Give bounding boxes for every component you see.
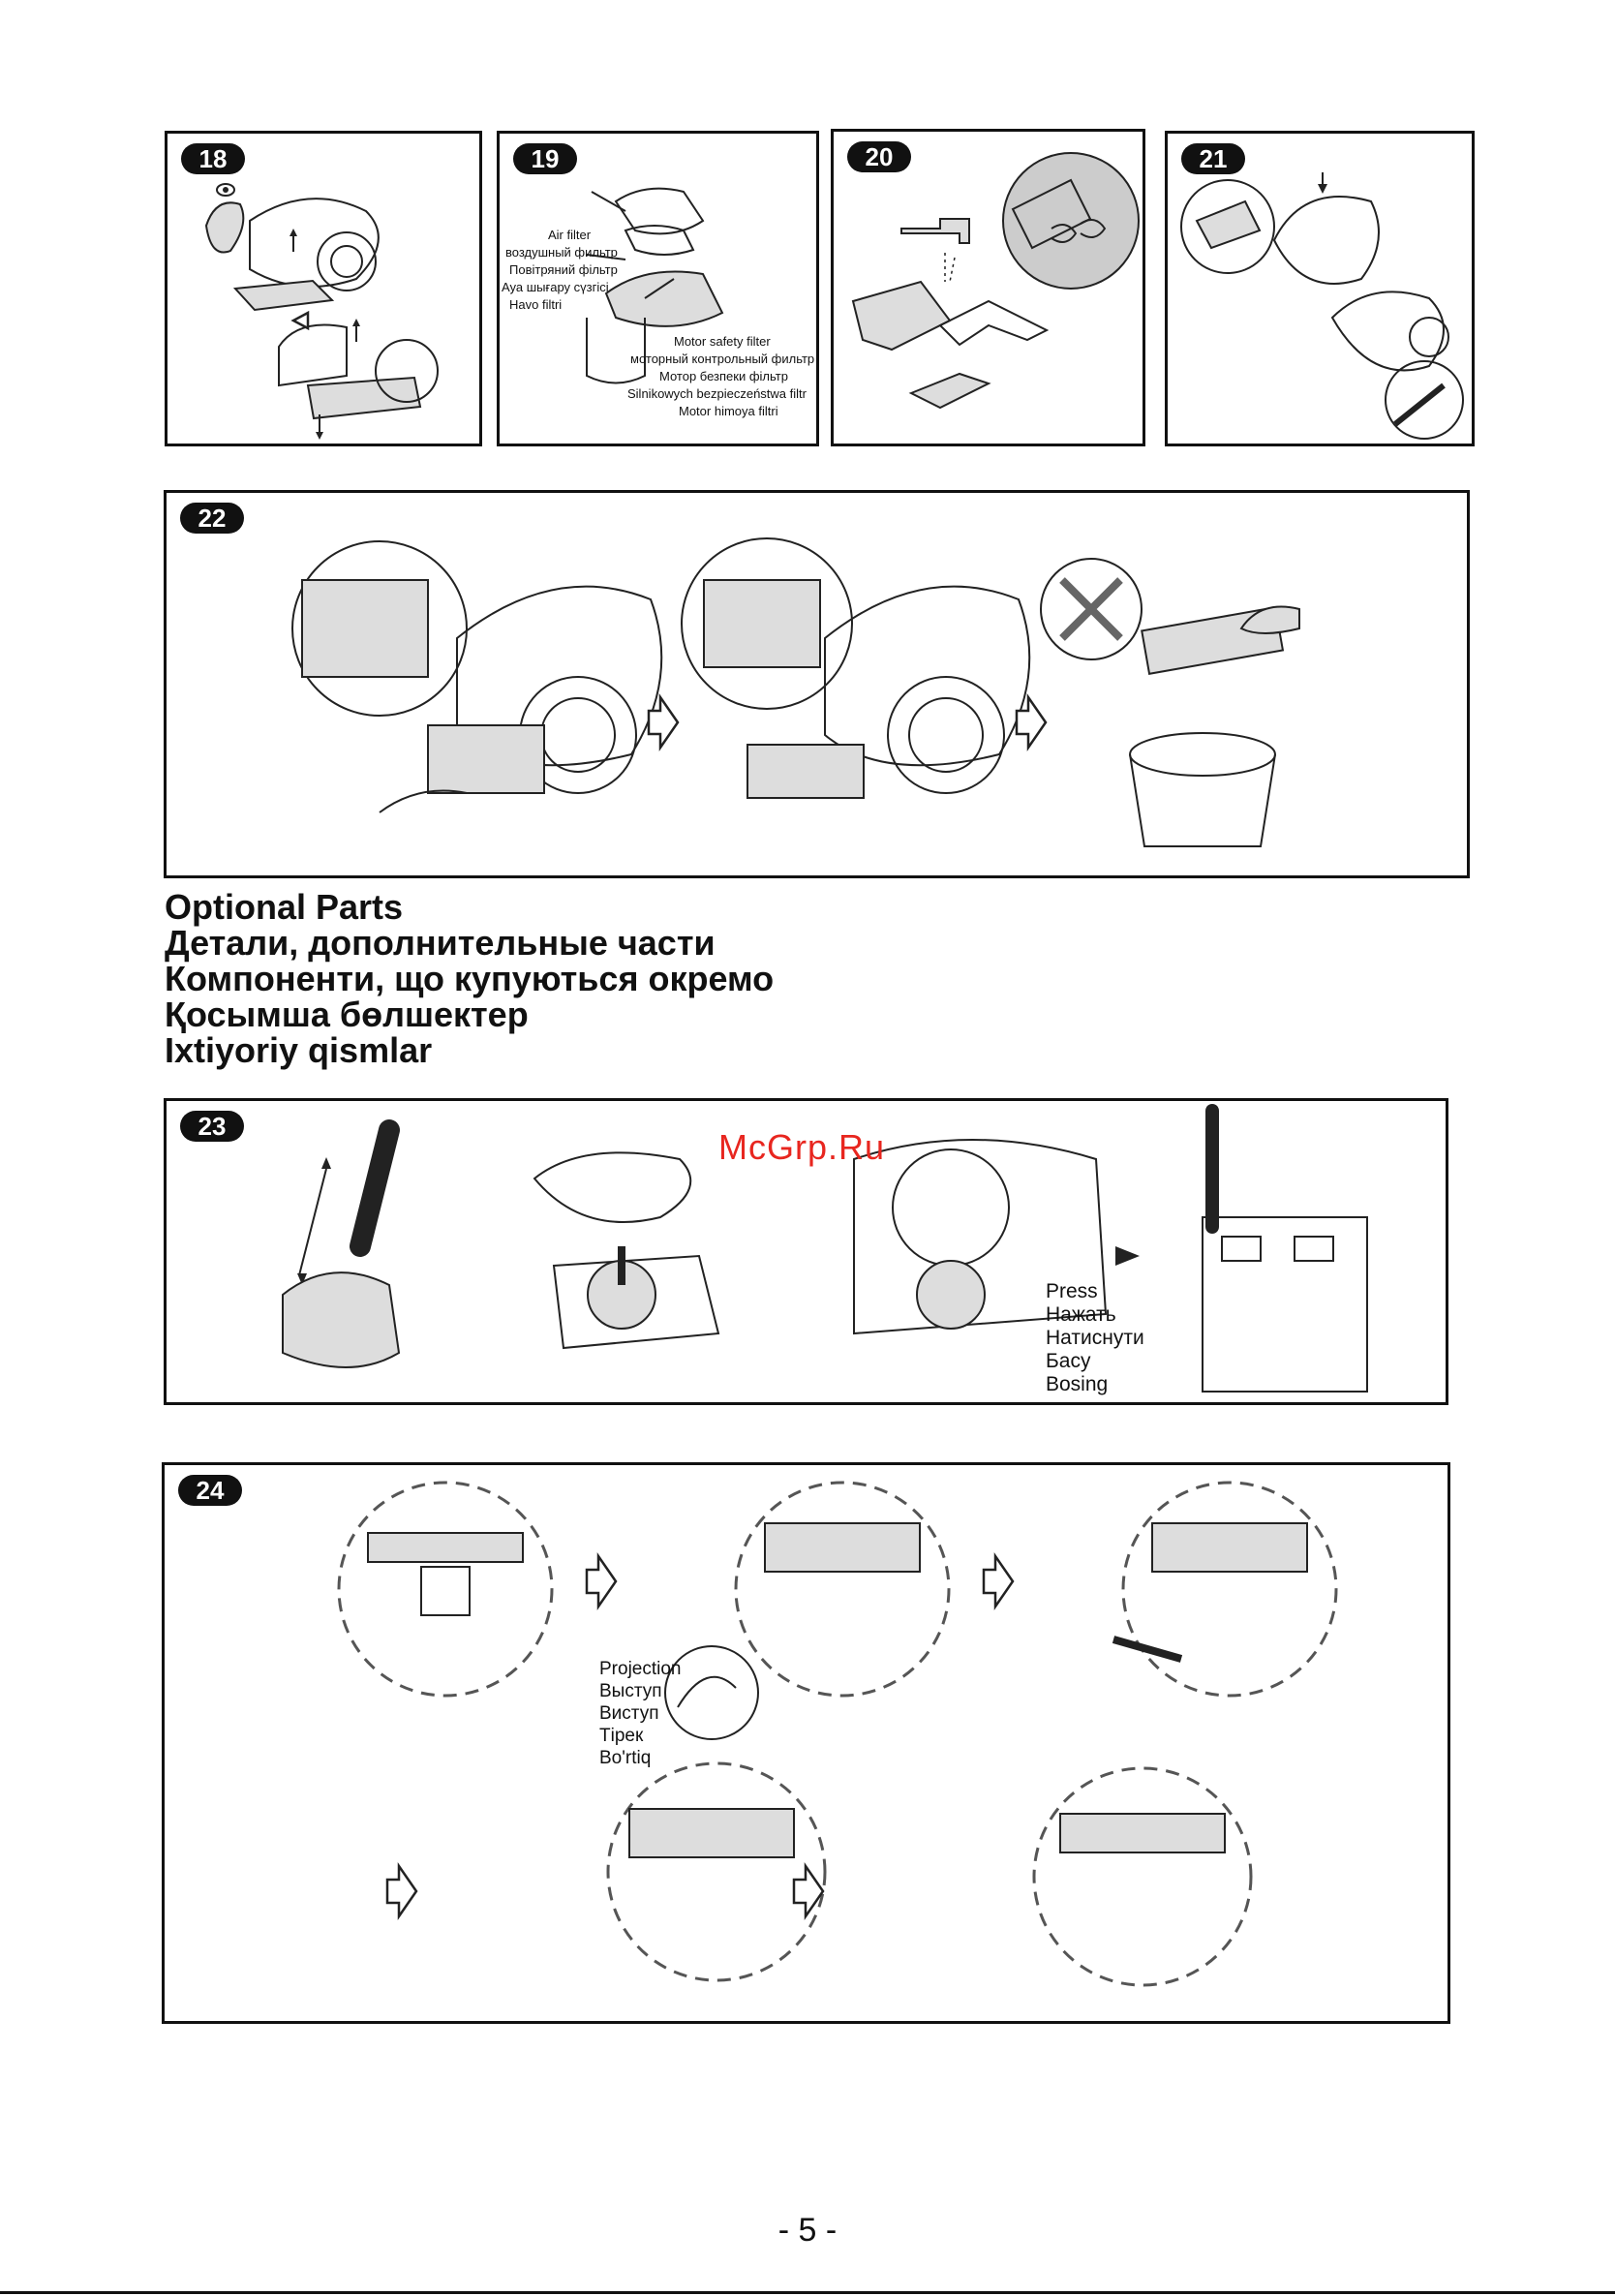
illustration-filters-exploded <box>586 187 724 384</box>
air-filter-label-1: воздушный фильтр <box>505 245 618 260</box>
illustration-washing-filters <box>851 152 1140 410</box>
air-filter-label-2: Повітряний фільтр <box>509 262 618 277</box>
page-number: - 5 - <box>777 2212 838 2249</box>
arrow-right-icon <box>1015 692 1048 752</box>
press-label-3: Басу <box>1046 1350 1091 1372</box>
press-label-2: Натиснути <box>1046 1327 1144 1349</box>
step-badge-20: 20 <box>847 141 911 172</box>
panel-step-19: 19 Air filter воздушный фильтр Повітряни… <box>497 131 819 446</box>
panel-step-23: 23 <box>164 1098 1448 1405</box>
no-water-icon <box>1040 558 1143 660</box>
press-label-4: Bosing <box>1046 1373 1109 1395</box>
air-filter-label-0: Air filter <box>548 228 592 242</box>
arrow-right-icon <box>792 1861 825 1921</box>
arrow-right-icon <box>647 692 680 752</box>
step-badge-19: 19 <box>513 143 577 174</box>
illustration-vacuum-dust-container <box>204 183 439 440</box>
step-badge-24: 24 <box>178 1475 242 1506</box>
motor-filter-label-3: Silnikowych bezpieczeństwa filtr <box>627 386 807 401</box>
press-label-0: Press <box>1046 1280 1098 1302</box>
arrow-right-icon <box>385 1861 418 1921</box>
step-badge-18: 18 <box>181 143 245 174</box>
motor-filter-label-2: Мотор безпеки фільтр <box>659 369 788 383</box>
projection-label-4: Bo'rtiq <box>599 1748 652 1768</box>
projection-label-0: Projection <box>599 1659 682 1679</box>
eye-icon <box>216 183 235 197</box>
illustration-exhaust-filter-cleaning <box>291 537 1300 847</box>
press-label-1: Нажать <box>1046 1303 1116 1326</box>
projection-label-1: Выступ <box>599 1681 662 1701</box>
projection-label-3: Тірек <box>599 1726 644 1746</box>
step-badge-21: 21 <box>1181 143 1245 174</box>
projection-label-2: Виступ <box>599 1703 659 1724</box>
panel-step-24: 24 <box>162 1462 1450 2024</box>
heading-line-kk: Қосымша бөлшектер <box>165 995 529 1034</box>
motor-filter-label-4: Motor himoya filtri <box>679 404 778 418</box>
step-badge-22: 22 <box>180 503 244 534</box>
panel-step-22: 22 <box>164 490 1470 878</box>
brush-icon <box>1239 605 1300 634</box>
panel-step-21: 21 <box>1165 131 1475 446</box>
motor-filter-label-0: Motor safety filter <box>674 334 771 349</box>
heading-line-uz: Ixtiyoriy qismlar <box>165 1030 433 1070</box>
air-filter-label-4: Havo filtri <box>509 297 563 312</box>
panel-step-18: 18 <box>165 131 482 446</box>
arrow-right-icon <box>982 1551 1015 1611</box>
bottom-rule <box>0 2291 1615 2294</box>
trash-bin-icon <box>1129 732 1276 847</box>
heading-line-en: Optional Parts <box>165 887 404 927</box>
heading-line-uk: Компоненти, що купуються окремо <box>165 959 775 998</box>
motor-filter-label-1: моторный контрольный фильтр <box>630 352 815 366</box>
watermark: McGrp.Ru <box>718 1127 886 1167</box>
air-filter-label-3: Ауа шығару сүзгісі <box>502 280 609 294</box>
illustration-reassemble <box>1180 172 1464 440</box>
arrow-right-icon <box>585 1551 618 1611</box>
heading-line-ru: Детали, дополнительные части <box>165 923 716 963</box>
panel-step-20: 20 <box>831 129 1145 446</box>
illustration-brush-roll-removal <box>337 1481 1338 1987</box>
faucet-icon <box>900 218 970 244</box>
illustration-turbo-brush <box>282 1104 1368 1393</box>
optional-parts-heading: Optional Parts Детали, дополнительные ча… <box>165 889 774 1068</box>
step-badge-23: 23 <box>180 1111 244 1142</box>
